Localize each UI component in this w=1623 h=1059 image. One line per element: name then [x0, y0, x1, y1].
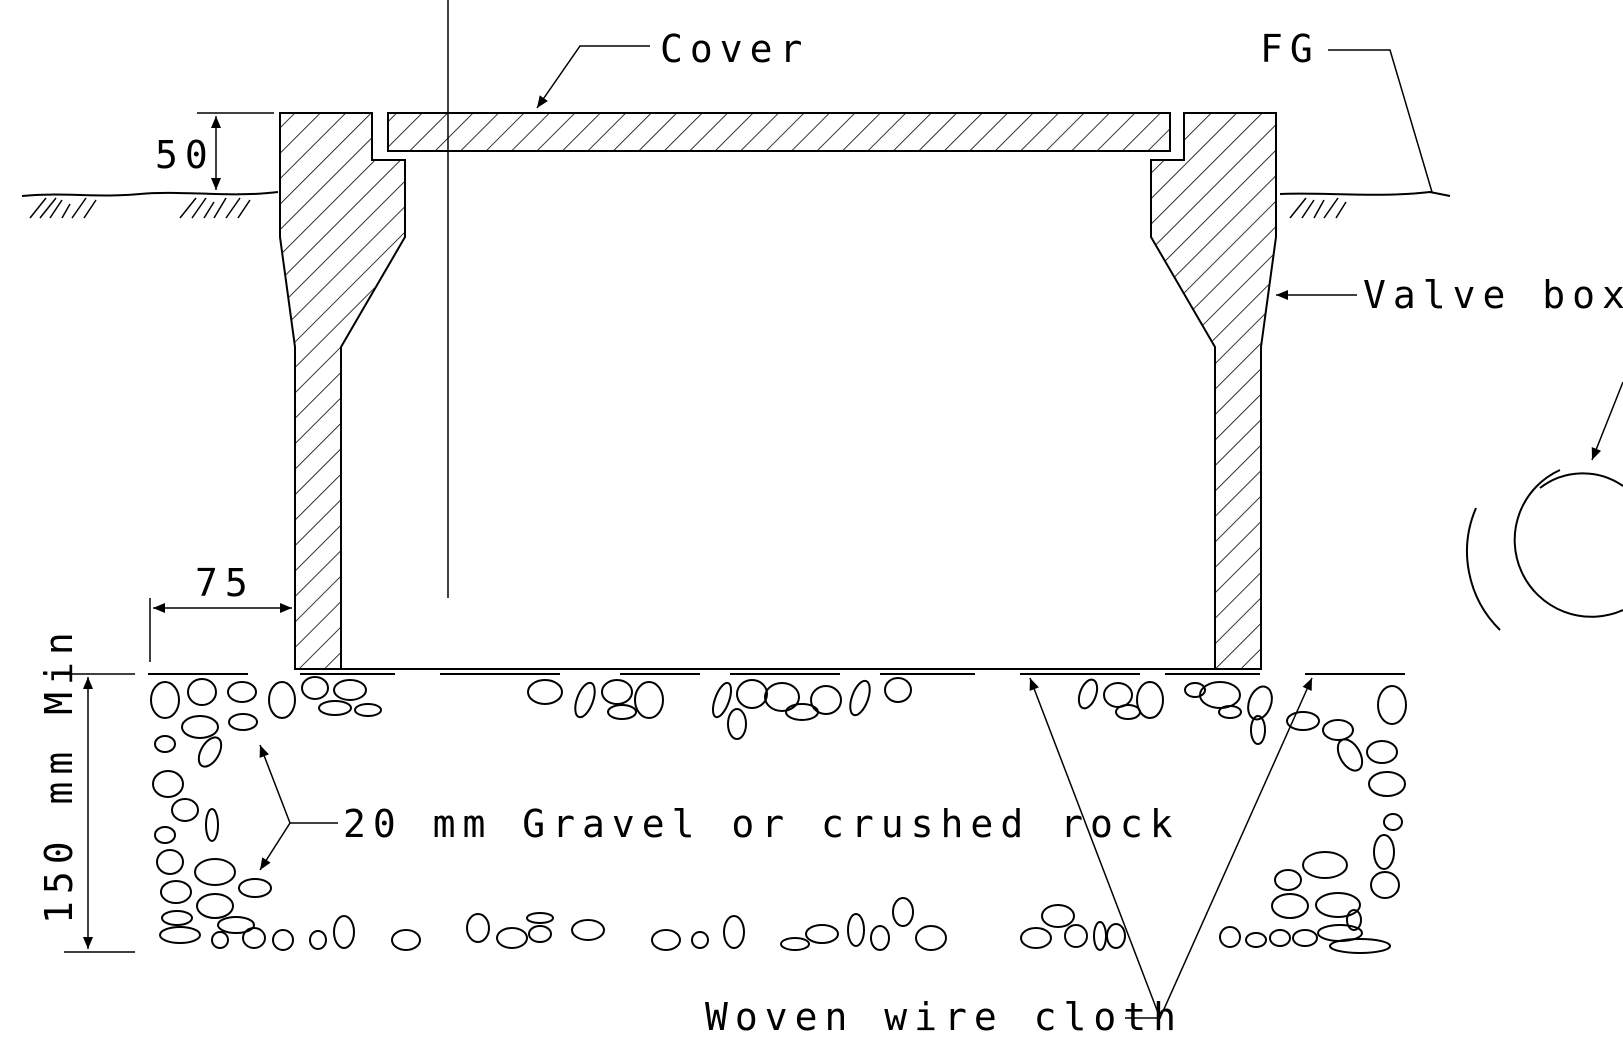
- wire-cloth-leader-right: [1159, 677, 1313, 1019]
- cover-leader: [536, 45, 650, 109]
- gravel-leader-upper: [259, 744, 291, 824]
- gravel-bed: [150, 676, 1407, 954]
- valve-box-cover: [387, 112, 1171, 152]
- valve-box-right-wall: [1150, 112, 1277, 670]
- dim-50-label: 50: [155, 133, 215, 177]
- valve-box-label: Valve box: [1363, 273, 1623, 317]
- valve-box-left-wall: [279, 112, 406, 670]
- fg-label: FG: [1260, 27, 1320, 71]
- dim-75-label: 75: [195, 561, 255, 605]
- gravel-leader-lower: [259, 822, 338, 871]
- cover-label: Cover: [660, 27, 809, 71]
- finished-grade-left: [21, 191, 279, 219]
- partial-pipe-detail: [1466, 381, 1623, 631]
- finished-grade-right: [1279, 190, 1451, 219]
- gravel-label: 20 mm Gravel or crushed rock: [343, 802, 1180, 846]
- fg-leader: [1328, 49, 1433, 193]
- dim-150-label: 150 mm Min: [37, 625, 81, 924]
- wire-cloth-leader-left: [1029, 677, 1162, 1019]
- wire-cloth-label: Woven wire cloth: [705, 995, 1183, 1039]
